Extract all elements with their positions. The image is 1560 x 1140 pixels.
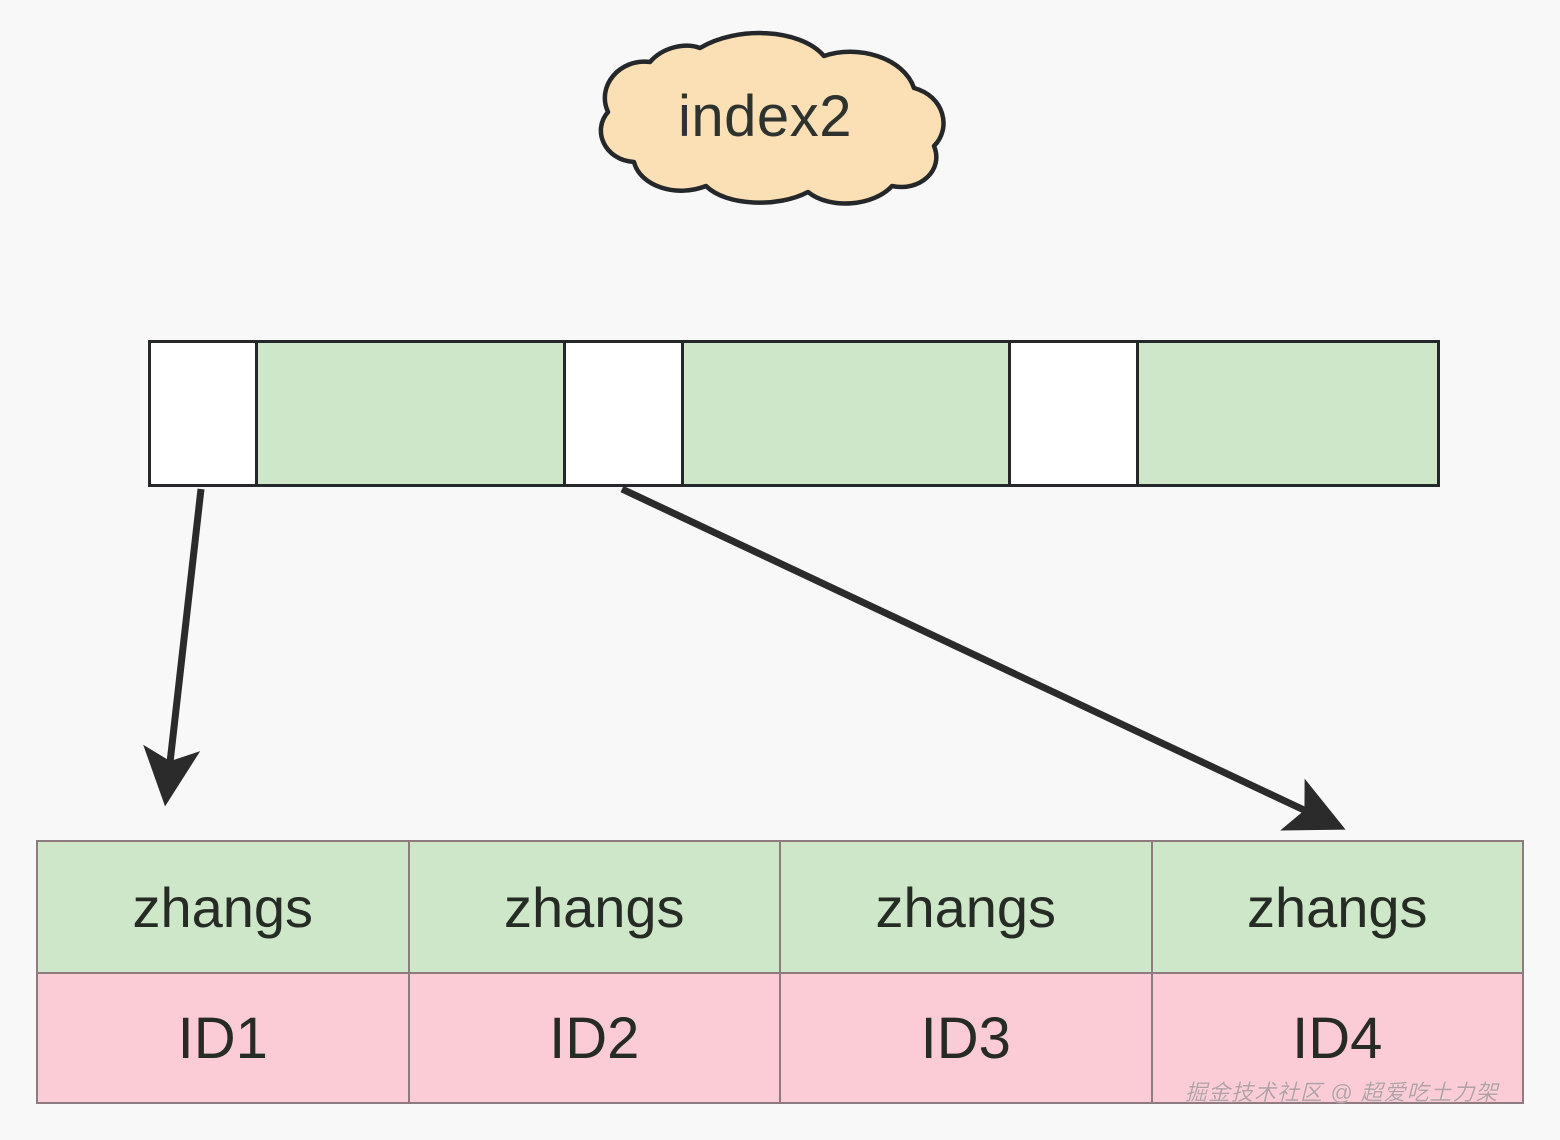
strip-cell-3[interactable]	[566, 343, 684, 484]
table-cell-id-3[interactable]: ID3	[779, 972, 1153, 1104]
strip-cell-6[interactable]	[1139, 343, 1437, 484]
strip-cell-4[interactable]	[684, 343, 1011, 484]
cloud-icon	[598, 30, 946, 206]
table-row-ids: ID1 ID2 ID3 ID4	[36, 972, 1524, 1104]
strip-cell-2[interactable]	[258, 343, 566, 484]
table-cell-name-3[interactable]: zhangs	[779, 840, 1153, 974]
table-cell-name-4[interactable]: zhangs	[1150, 840, 1524, 974]
table-cell-id-1[interactable]: ID1	[36, 972, 410, 1104]
arrow-cell1-to-id1	[143, 488, 205, 807]
table-row-names: zhangs zhangs zhangs zhangs	[36, 840, 1524, 974]
table-cell-id-4[interactable]: ID4	[1150, 972, 1524, 1104]
strip-cell-1[interactable]	[151, 343, 258, 484]
table-cell-id-2[interactable]: ID2	[407, 972, 781, 1104]
table-cell-name-1[interactable]: zhangs	[36, 840, 410, 974]
records-table: zhangs zhangs zhangs zhangs ID1 ID2 ID3 …	[36, 840, 1524, 1104]
strip-cell-5[interactable]	[1011, 343, 1139, 484]
arrow-cell3-to-id4	[620, 485, 1346, 831]
index-strip[interactable]	[148, 340, 1440, 487]
table-cell-name-2[interactable]: zhangs	[407, 840, 781, 974]
